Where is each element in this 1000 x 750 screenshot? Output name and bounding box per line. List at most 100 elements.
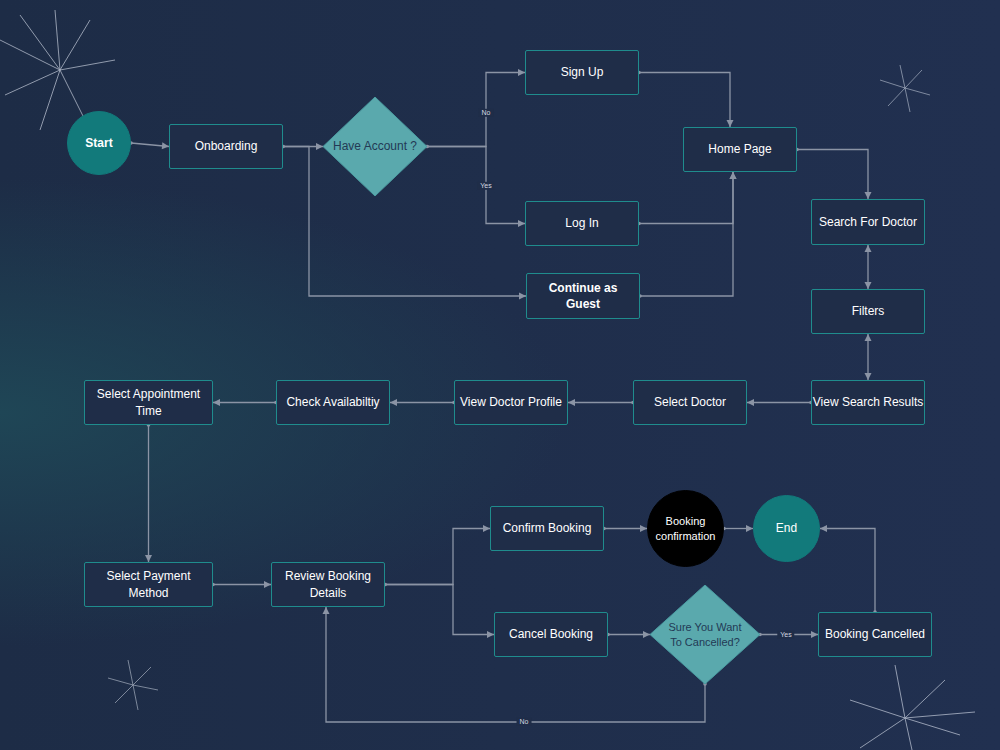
- decision-diamond: Have Account ?: [323, 97, 427, 196]
- arrow-head: [865, 373, 872, 380]
- connector: [637, 172, 736, 225]
- star-ray: [133, 667, 151, 685]
- connector: [211, 581, 271, 588]
- connector-line: [568, 402, 633, 403]
- node-label: Continue as Guest: [547, 280, 619, 312]
- node-label: End: [776, 520, 797, 536]
- process-box: Booking Cancelled: [818, 612, 932, 657]
- process-box: View Doctor Profile: [454, 380, 568, 425]
- diamond-shape: [650, 585, 760, 684]
- arrow-head: [519, 293, 526, 300]
- star-ray: [60, 20, 90, 70]
- node-label: Home Page: [708, 141, 771, 157]
- arrow-head: [865, 245, 872, 252]
- arrow-head: [316, 143, 323, 150]
- connector: [323, 607, 707, 722]
- terminal-circle: Start: [67, 111, 131, 175]
- star-ray: [115, 685, 133, 703]
- node-label: Confirm Booking: [503, 520, 592, 536]
- decision-diamond: Sure You Want To Cancelled?: [650, 585, 760, 684]
- connector-line: [326, 607, 705, 722]
- node-label: View Doctor Profile: [460, 394, 562, 410]
- arrow-head: [820, 525, 827, 532]
- edge-label: No: [479, 109, 494, 117]
- connector-line: [213, 402, 276, 403]
- terminal-circle: Booking confirmation: [647, 490, 724, 567]
- connector-line: [820, 529, 875, 613]
- arrow-head: [390, 399, 397, 406]
- node-label: Booking Cancelled: [825, 626, 925, 642]
- connector-line: [797, 150, 868, 200]
- connector-line: [639, 172, 733, 224]
- connector: [568, 399, 635, 406]
- star-ray: [905, 718, 960, 735]
- star-ray: [5, 70, 60, 95]
- connector: [383, 583, 494, 638]
- connector: [865, 334, 872, 380]
- sparkle-star: [108, 660, 158, 710]
- arrow-head: [487, 631, 494, 638]
- process-box: Filters: [811, 289, 925, 334]
- connector: [606, 631, 650, 638]
- node-label: Select Payment Method: [85, 568, 212, 600]
- star-ray: [133, 685, 138, 710]
- connector-line: [427, 147, 525, 224]
- connector-line: [640, 172, 733, 296]
- process-box: Log In: [525, 201, 639, 246]
- process-box: Home Page: [683, 127, 797, 172]
- arrow-head: [811, 631, 818, 638]
- connector: [390, 399, 456, 406]
- connector-line: [283, 147, 526, 297]
- star-ray: [905, 88, 930, 95]
- arrow-head: [643, 631, 650, 638]
- star-ray: [905, 88, 910, 112]
- edge-label: Yes: [477, 182, 494, 190]
- star-ray: [133, 685, 158, 690]
- node-label: Booking confirmation: [653, 514, 719, 544]
- terminal-circle: End: [753, 495, 820, 562]
- arrow-head: [865, 192, 872, 199]
- star-ray: [20, 15, 60, 70]
- connector: [638, 172, 736, 298]
- connector: [602, 525, 647, 532]
- star-ray: [895, 665, 905, 718]
- arrow-head: [730, 172, 737, 179]
- star-ray: [60, 70, 85, 120]
- star-ray: [40, 70, 60, 130]
- node-label: Check Availabiltiy: [286, 394, 379, 410]
- process-box: Check Availabiltiy: [276, 380, 390, 425]
- node-label: Sign Up: [561, 64, 604, 80]
- star-ray: [905, 680, 945, 718]
- node-label: Have Account ?: [333, 138, 417, 154]
- node-label: Search For Doctor: [819, 214, 917, 230]
- node-label: Select Doctor: [654, 394, 726, 410]
- star-ray: [60, 60, 115, 70]
- arrow-head: [747, 399, 754, 406]
- node-label: Filters: [852, 303, 885, 319]
- process-box: Onboarding: [169, 124, 283, 169]
- connector-line: [427, 73, 525, 147]
- star-ray: [55, 10, 60, 70]
- connector: [383, 525, 490, 586]
- process-box: Sign Up: [525, 50, 639, 95]
- connector: [129, 141, 169, 149]
- connector-line: [385, 529, 490, 585]
- process-box: Cancel Booking: [494, 612, 608, 657]
- star-ray: [905, 718, 912, 750]
- connector: [637, 71, 733, 127]
- star-ray: [888, 88, 905, 106]
- arrow-head: [568, 399, 575, 406]
- node-label: Log In: [565, 215, 598, 231]
- arrow-head: [640, 525, 647, 532]
- star-ray: [108, 678, 133, 685]
- diamond-outline: [650, 585, 760, 684]
- connector: [425, 145, 525, 227]
- edge-label: No: [517, 718, 532, 726]
- connector-line: [213, 584, 271, 585]
- connector-line: [747, 402, 811, 403]
- node-label: Select Appointment Time: [85, 386, 212, 418]
- star-ray: [128, 660, 133, 685]
- process-box: Continue as Guest: [526, 273, 640, 319]
